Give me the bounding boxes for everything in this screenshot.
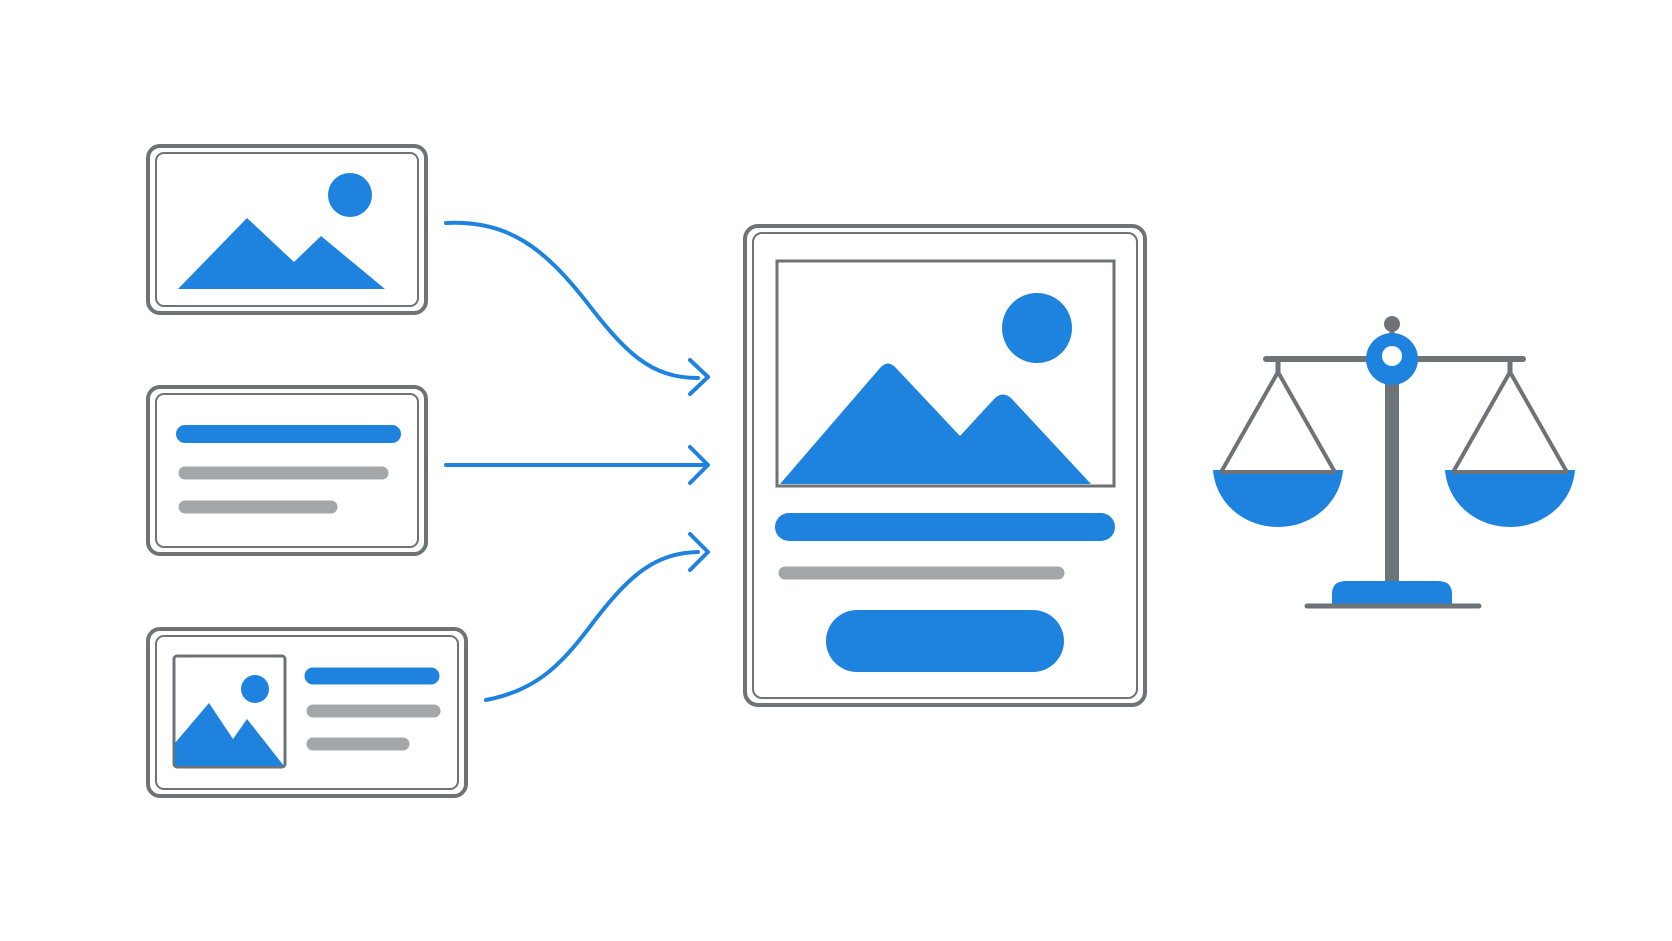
sun-icon <box>1002 293 1072 363</box>
card-outline <box>743 224 1147 707</box>
scale-top-knob <box>1384 316 1400 332</box>
card-outline <box>146 144 428 315</box>
mountain-icon <box>175 703 284 766</box>
card-inner-outline <box>155 152 419 307</box>
arrowhead-icon <box>688 445 710 485</box>
card-inner-outline <box>155 635 459 790</box>
right-pan-string <box>1508 371 1570 475</box>
left-pan-string <box>1218 371 1280 475</box>
mountain-icon <box>178 218 385 289</box>
card-outline <box>146 627 468 798</box>
left-pan <box>1213 470 1343 527</box>
image-frame <box>775 259 1116 488</box>
right-pan <box>1445 470 1575 527</box>
mountain-icon <box>780 363 1091 484</box>
arrowhead-icon <box>688 532 710 572</box>
scale-base <box>1332 581 1452 604</box>
scale-pivot-hole <box>1382 346 1402 366</box>
card-outline <box>146 385 428 556</box>
sun-icon <box>241 675 269 703</box>
arrow-from-text-card <box>444 445 710 485</box>
arrowhead-icon <box>688 358 710 396</box>
card-inner-outline <box>752 232 1138 699</box>
right-pan-string <box>1450 371 1512 475</box>
sun-icon <box>328 173 372 217</box>
thumbnail-frame <box>172 654 287 769</box>
balance-scale-icon <box>1213 316 1575 609</box>
card-inner-outline <box>155 393 419 548</box>
input-card-text <box>146 385 428 556</box>
left-pan-string <box>1276 371 1338 475</box>
arrow-from-image-card <box>444 220 710 396</box>
output-composite-card <box>743 224 1147 707</box>
input-card-image <box>146 144 428 315</box>
arrow-from-image-text-card <box>484 532 710 702</box>
action-button-shape <box>826 610 1064 672</box>
input-card-image-text <box>146 627 468 798</box>
